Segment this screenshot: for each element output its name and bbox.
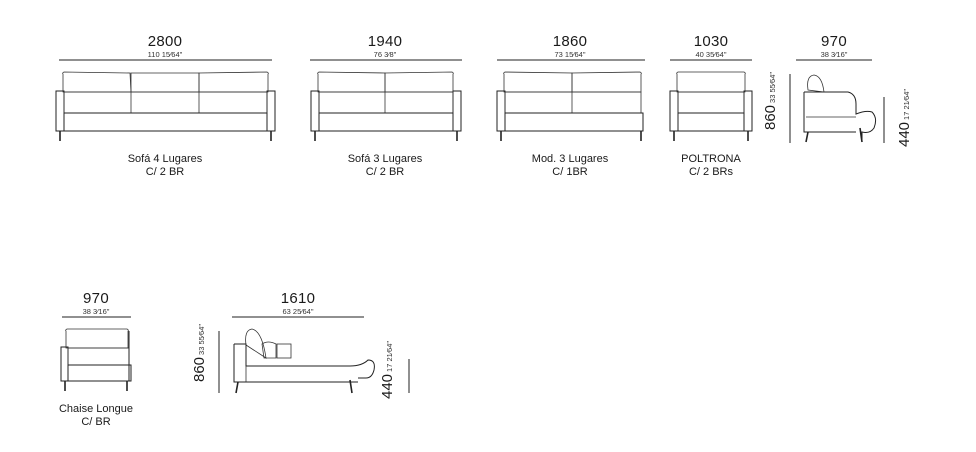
width-in-mod-3: 73 15⁄64": [554, 50, 586, 59]
sofa-3-drawing: [310, 59, 462, 141]
caption-mod-3: Mod. 3 Lugares C/ 1BR: [515, 153, 625, 179]
height-in: 33 55⁄64": [768, 71, 777, 103]
width-mm-chaise-front: 970: [83, 290, 109, 307]
width-in-sofa-4: 110 15⁄64": [147, 50, 183, 59]
seat-mm: 440: [379, 373, 396, 399]
caption-line-1: Sofá 4 Lugares: [127, 153, 203, 165]
width-in-poltrona: 40 35⁄64": [695, 50, 727, 59]
caption-line-2: C/ 1BR: [552, 166, 588, 178]
caption-line-1: POLTRONA: [681, 153, 741, 165]
height-dim-chaise: 86033 55⁄64": [191, 323, 208, 382]
seat-in: 17 21⁄64": [902, 88, 911, 120]
width-mm-chaise-side: 1610: [280, 290, 316, 307]
caption-line-2: C/ 2 BR: [145, 166, 185, 178]
caption-line-1: Mod. 3 Lugares: [531, 153, 609, 165]
side-view-drawing: [789, 59, 885, 143]
width-mm-poltrona: 1030: [693, 33, 729, 50]
caption-line-1: Sofá 3 Lugares: [347, 153, 423, 165]
height-mm: 860: [762, 104, 779, 130]
height-dim-side: 86033 55⁄64": [762, 71, 779, 130]
poltrona-drawing: [669, 59, 753, 141]
seat-dim-side: 44017 21⁄64": [896, 88, 913, 147]
width-mm-sofa-3: 1940: [367, 33, 403, 50]
caption-line-1: Chaise Longue: [58, 403, 133, 415]
width-mm-sofa-4: 2800: [147, 33, 183, 50]
caption-line-2: C/ 2 BR: [365, 166, 405, 178]
width-in-chaise-side: 63 25⁄64": [282, 307, 314, 316]
width-mm-side: 970: [821, 33, 847, 50]
width-in-chaise-front: 38 3⁄16": [82, 307, 110, 316]
chaise-front-drawing: [60, 316, 132, 391]
caption-sofa-4: Sofá 4 Lugares C/ 2 BR: [110, 153, 220, 179]
seat-mm: 440: [896, 121, 913, 147]
sofa-4-drawing: [55, 59, 276, 141]
width-mm-mod-3: 1860: [552, 33, 588, 50]
width-in-side: 38 3⁄16": [820, 50, 848, 59]
caption-sofa-3: Sofá 3 Lugares C/ 2 BR: [330, 153, 440, 179]
caption-poltrona: POLTRONA C/ 2 BRs: [656, 153, 766, 179]
height-mm: 860: [191, 356, 208, 382]
height-in: 33 55⁄64": [197, 323, 206, 355]
caption-line-2: C/ BR: [81, 416, 111, 428]
caption-line-2: C/ 2 BRs: [688, 166, 733, 178]
chaise-side-drawing: [218, 316, 410, 394]
width-in-sofa-3: 76 3⁄8": [373, 50, 397, 59]
caption-chaise: Chaise Longue C/ BR: [41, 403, 151, 429]
seat-in: 17 21⁄64": [385, 340, 394, 372]
seat-dim-chaise: 44017 21⁄64": [379, 340, 396, 399]
mod-3-drawing: [496, 59, 645, 141]
